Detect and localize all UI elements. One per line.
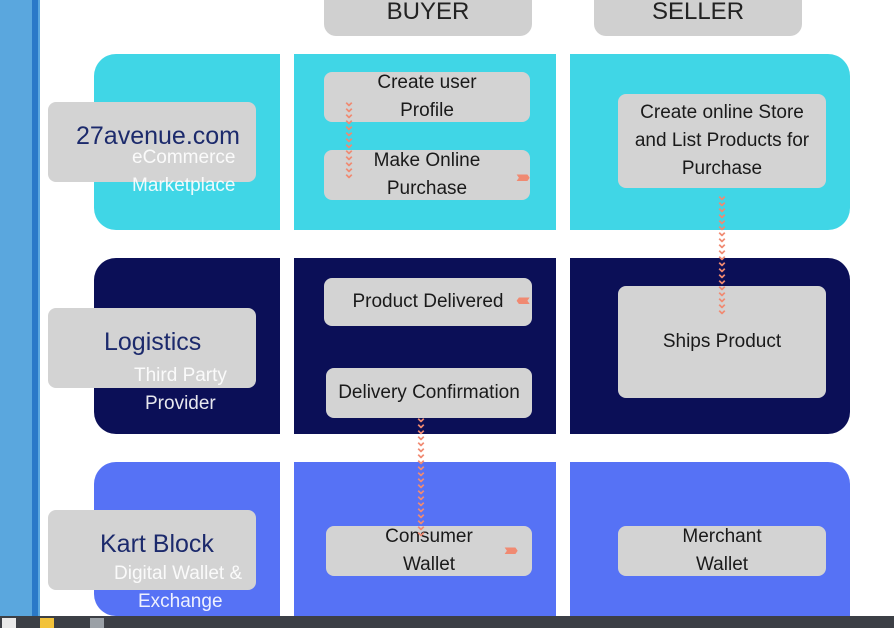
merchant-wallet-step: Merchant Wallet — [618, 526, 826, 576]
arrow-store-to-ships: ⌄⌄⌄⌄⌄⌄⌄⌄⌄⌄⌄⌄⌄⌄⌄⌄⌄⌄⌄⌄ — [716, 187, 728, 317]
row1-subtitle-1: eCommerce — [132, 147, 236, 168]
window-edge-accent — [32, 0, 38, 616]
merchant-wallet-line1: Merchant — [682, 526, 762, 547]
arrow-consumer-to-merchant: ›››››››››››››› — [504, 540, 518, 559]
create-profile-line1: Create user — [377, 72, 477, 93]
create-store-line1: Create online Store — [640, 102, 804, 123]
row3-subtitle-2: Exchange — [138, 591, 223, 612]
delivery-confirmation-step: Delivery Confirmation — [326, 368, 532, 418]
consumer-wallet-line2: Wallet — [402, 554, 456, 575]
make-purchase-step: Make Online Purchase — [324, 150, 530, 200]
taskbar — [0, 616, 894, 628]
create-profile-step: Create user Profile — [324, 72, 530, 122]
arrow-profile-to-purchase: ⌄⌄⌄⌄⌄⌄⌄⌄⌄⌄⌄⌄⌄ — [343, 93, 355, 181]
app-icon[interactable] — [90, 618, 104, 628]
row1-subtitle-2: Marketplace — [132, 175, 236, 196]
delivery-confirmation-label: Delivery Confirmation — [338, 382, 520, 403]
row3-title-box: Kart Block — [48, 510, 256, 590]
make-purchase-line2: Purchase — [386, 178, 468, 199]
consumer-wallet-step: Consumer Wallet — [326, 526, 532, 576]
row2-subtitle-2: Provider — [145, 393, 216, 414]
buyer-header: BUYER — [324, 0, 532, 36]
create-profile-line2: Profile — [400, 100, 454, 121]
create-store-step: Create online Store and List Products fo… — [618, 94, 826, 188]
seller-header-label: SELLER — [651, 0, 745, 25]
consumer-wallet-line1: Consumer — [385, 526, 473, 547]
row2-subtitle-1: Third Party — [134, 365, 227, 386]
row1-title-box: 27avenue.com — [48, 102, 256, 182]
folder-icon[interactable] — [40, 618, 54, 628]
row3-subtitle-1: Digital Wallet & — [114, 563, 243, 584]
product-delivered-step: Product Delivered — [324, 278, 532, 326]
row2-title: Logistics — [104, 328, 202, 356]
merchant-wallet-line2: Wallet — [695, 554, 749, 575]
start-icon[interactable] — [2, 618, 16, 628]
window-edge-left — [0, 0, 28, 616]
ships-product-label: Ships Product — [662, 331, 782, 352]
ships-product-step: Ships Product — [618, 286, 826, 398]
row1-title: 27avenue.com — [76, 122, 241, 150]
arrow-ships-to-delivered: ‹‹‹‹‹‹‹‹‹‹‹‹‹‹ — [516, 290, 530, 309]
make-purchase-line1: Make Online — [373, 150, 481, 171]
create-store-line2: and List Products for — [634, 130, 810, 151]
arrow-purchase-to-store: ›››››››››››››› — [516, 167, 530, 186]
create-store-line3: Purchase — [681, 158, 763, 179]
arrow-confirmation-to-wallet: ⌄⌄⌄⌄⌄⌄⌄⌄⌄⌄⌄⌄⌄⌄⌄⌄⌄⌄⌄⌄ — [415, 409, 427, 539]
seller-header: SELLER — [594, 0, 802, 36]
row3-title: Kart Block — [100, 530, 214, 558]
product-delivered-label: Product Delivered — [352, 291, 504, 312]
buyer-header-label: BUYER — [386, 0, 470, 25]
row2-title-box: Logistics — [48, 308, 256, 388]
